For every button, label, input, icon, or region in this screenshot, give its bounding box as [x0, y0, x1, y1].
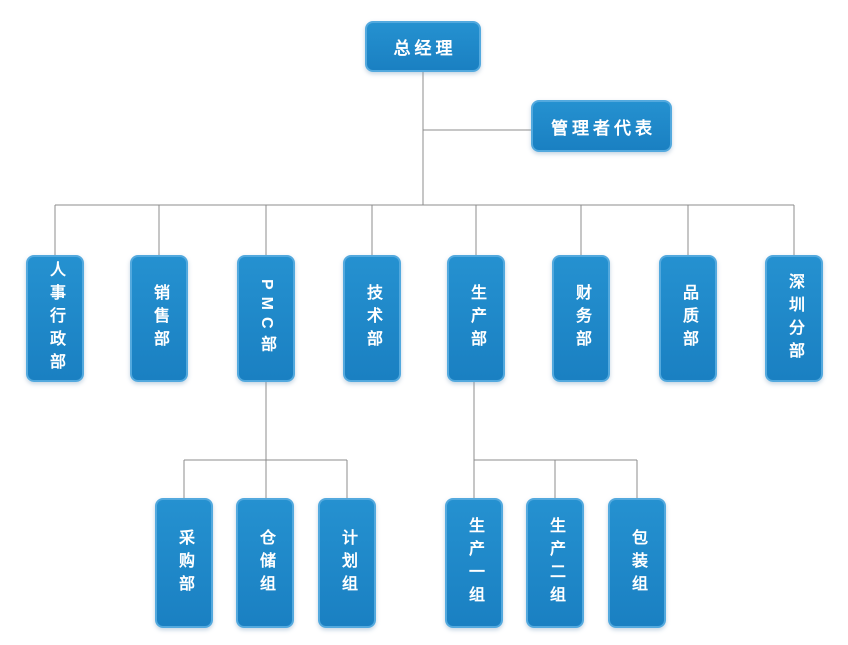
- node-label: 管理者代表: [551, 118, 656, 138]
- node-dept-technology[interactable]: 技术部: [343, 255, 401, 382]
- node-label: 总经理: [393, 39, 457, 58]
- node-label: 财务部: [573, 284, 590, 353]
- node-label: 生产二组: [547, 517, 564, 609]
- node-sub-production-group-1[interactable]: 生产一组: [445, 498, 503, 628]
- node-general-manager[interactable]: 总经理: [365, 21, 481, 72]
- node-dept-quality[interactable]: 品质部: [659, 255, 717, 382]
- node-dept-pmc[interactable]: PMC部: [237, 255, 295, 382]
- node-management-representative[interactable]: 管理者代表: [531, 100, 672, 152]
- node-label: 生产部: [468, 284, 485, 353]
- node-label: 销售部: [151, 284, 168, 353]
- node-label: 仓储组: [257, 528, 274, 598]
- node-sub-planning[interactable]: 计划组: [318, 498, 376, 628]
- node-dept-hr-admin[interactable]: 人事行政部: [26, 255, 84, 382]
- node-dept-production[interactable]: 生产部: [447, 255, 505, 382]
- node-label: 计划组: [339, 528, 356, 598]
- node-dept-finance[interactable]: 财务部: [552, 255, 610, 382]
- node-dept-sales[interactable]: 销售部: [130, 255, 188, 382]
- node-sub-purchasing[interactable]: 采购部: [155, 498, 213, 628]
- node-label: 技术部: [364, 284, 381, 353]
- node-sub-warehouse[interactable]: 仓储组: [236, 498, 294, 628]
- node-label: 品质部: [680, 284, 697, 353]
- node-label: PMC部: [258, 278, 275, 359]
- node-label: 包装组: [629, 528, 646, 598]
- node-label: 采购部: [176, 528, 193, 598]
- node-dept-shenzhen-branch[interactable]: 深圳分部: [765, 255, 823, 382]
- node-label: 人事行政部: [47, 261, 64, 376]
- node-label: 深圳分部: [786, 272, 803, 365]
- node-sub-packing-group[interactable]: 包装组: [608, 498, 666, 628]
- node-label: 生产一组: [466, 517, 483, 609]
- node-sub-production-group-2[interactable]: 生产二组: [526, 498, 584, 628]
